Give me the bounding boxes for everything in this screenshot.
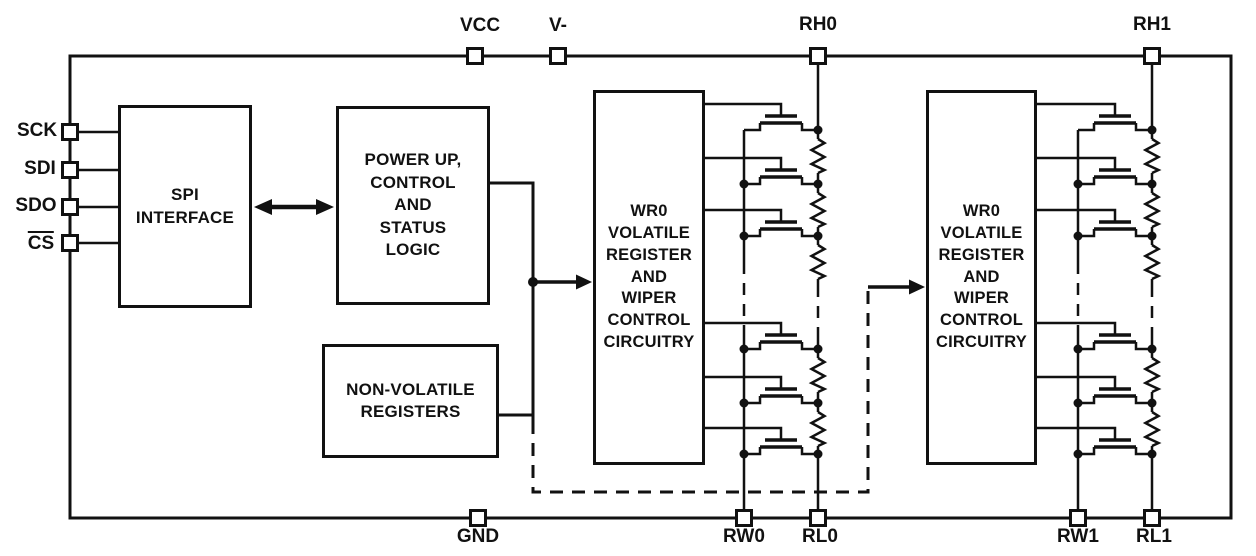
pin-cs xyxy=(61,234,79,252)
pin-rh1 xyxy=(1143,47,1161,65)
arrow-to-wiper1 xyxy=(909,279,925,295)
pin-label-rw0: RW0 xyxy=(723,526,765,547)
pin-label-rw1: RW1 xyxy=(1057,526,1099,547)
pin-label-vminus: V- xyxy=(549,15,567,36)
pin-vcc xyxy=(466,47,484,65)
dashed-control-path xyxy=(531,287,870,494)
transistor-switches-1 xyxy=(1035,102,1154,456)
pin-label-rh1: RH1 xyxy=(1132,14,1172,35)
block-non-volatile-registers: NON-VOLATILE REGISTERS xyxy=(322,344,499,458)
pin-label-gnd: GND xyxy=(456,526,500,547)
pin-rw0 xyxy=(735,509,753,527)
pin-rl0 xyxy=(809,509,827,527)
block-power-up-control-status-logic: POWER UP, CONTROL AND STATUS LOGIC xyxy=(336,106,490,305)
junction-dots-0 xyxy=(739,125,823,459)
pin-sck xyxy=(61,123,79,141)
device-boundary xyxy=(68,54,1233,520)
block-spi-interface: SPI INTERFACE xyxy=(118,105,252,308)
pin-rw1 xyxy=(1069,509,1087,527)
pin-vminus xyxy=(549,47,567,65)
pin-gnd xyxy=(469,509,487,527)
pin-label-rh0: RH0 xyxy=(798,14,838,35)
pin-rh0 xyxy=(809,47,827,65)
pin-squares xyxy=(61,47,1161,527)
pin-label-sdi: SDI xyxy=(24,158,56,179)
pin-label-sck: SCK xyxy=(16,120,58,141)
pin-label-vcc: VCC xyxy=(459,15,501,36)
spi-pin-leads xyxy=(77,130,118,245)
transistor-switches-0 xyxy=(701,102,820,456)
junction-dots-1 xyxy=(1073,125,1157,459)
spi-control-bidirectional-arrow xyxy=(254,199,334,215)
control-routing xyxy=(490,181,925,494)
pin-label-sdo: SDO xyxy=(15,195,57,216)
block-wiper-control-0: WR0 VOLATILE REGISTER AND WIPER CONTROL … xyxy=(593,90,705,465)
resistor-array-0 xyxy=(701,63,826,518)
pin-sdi xyxy=(61,161,79,179)
resistor-array-1 xyxy=(1035,63,1160,518)
pin-label-rl1: RL1 xyxy=(1136,526,1172,547)
pin-sdo xyxy=(61,198,79,216)
block-wiper-control-1: WR0 VOLATILE REGISTER AND WIPER CONTROL … xyxy=(926,90,1037,465)
pin-label-rl0: RL0 xyxy=(802,526,838,547)
arrow-to-wiper0 xyxy=(576,274,592,290)
pin-label-cs: CS xyxy=(27,231,55,254)
pin-rl1 xyxy=(1143,509,1161,527)
